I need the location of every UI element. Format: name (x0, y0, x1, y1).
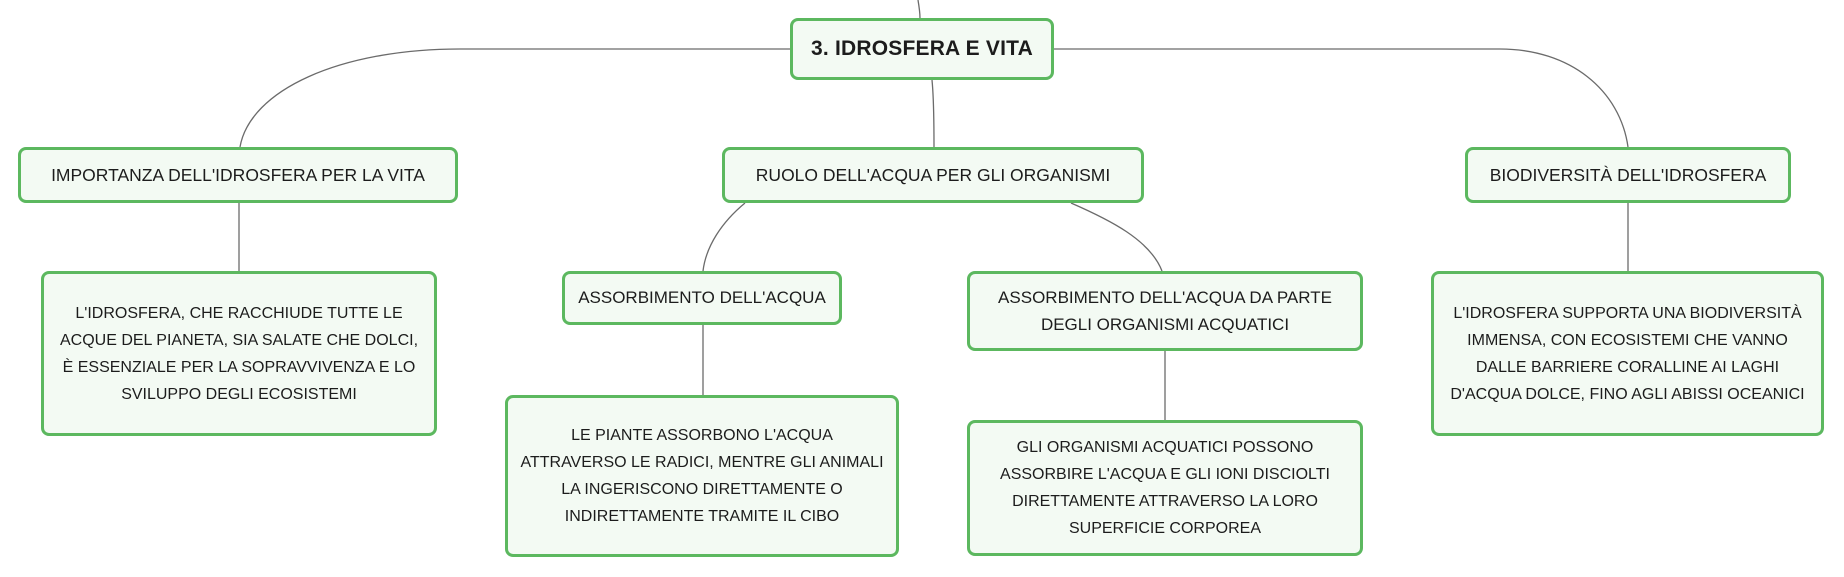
root-node[interactable]: 3. IDROSFERA E VITA (790, 18, 1054, 80)
root-node-label: 3. IDROSFERA E VITA (811, 37, 1033, 60)
connector-ruolo-to-assorbimento-acquatici (1070, 202, 1163, 272)
detail-node-importanza[interactable]: L'IDROSFERA, CHE RACCHIUDE TUTTE LE ACQU… (41, 271, 437, 436)
detail-node-text: L'IDROSFERA SUPPORTA UNA BIODIVERSITÀ IM… (1450, 304, 1805, 403)
branch-node-label: IMPORTANZA DELL'IDROSFERA PER LA VITA (51, 164, 425, 185)
detail-node-biodiversita[interactable]: L'IDROSFERA SUPPORTA UNA BIODIVERSITÀ IM… (1431, 271, 1824, 436)
connector-root-to-importanza (239, 48, 790, 148)
connector-root-to-biodiversita (1054, 48, 1629, 148)
branch-node-ruolo[interactable]: RUOLO DELL'ACQUA PER GLI ORGANISMI (722, 147, 1144, 203)
detail-node-text: LE PIANTE ASSORBONO L'ACQUA ATTRAVERSO L… (520, 427, 884, 525)
branch-node-label: BIODIVERSITÀ DELL'IDROSFERA (1489, 164, 1767, 185)
sub-node-assorbimento-acquatici[interactable]: ASSORBIMENTO DELL'ACQUA DA PARTE DEGLI O… (967, 271, 1363, 351)
detail-node-assorbimento[interactable]: LE PIANTE ASSORBONO L'ACQUA ATTRAVERSO L… (505, 395, 899, 557)
connector-ruolo-to-assorbimento (702, 202, 746, 272)
detail-node-text: GLI ORGANISMI ACQUATICI POSSONO ASSORBIR… (1000, 439, 1330, 537)
sub-node-label: ASSORBIMENTO DELL'ACQUA (578, 288, 826, 307)
connector-parent-to-root (917, 0, 921, 19)
branch-node-label: RUOLO DELL'ACQUA PER GLI ORGANISMI (755, 164, 1111, 185)
detail-node-text: L'IDROSFERA, CHE RACCHIUDE TUTTE LE ACQU… (59, 304, 419, 403)
branch-node-biodiversita[interactable]: BIODIVERSITÀ DELL'IDROSFERA (1465, 147, 1791, 203)
sub-node-label: ASSORBIMENTO DELL'ACQUA DA PARTE DEGLI O… (998, 288, 1332, 334)
connector-root-to-ruolo (931, 79, 935, 148)
detail-node-assorbimento-acquatici[interactable]: GLI ORGANISMI ACQUATICI POSSONO ASSORBIR… (967, 420, 1363, 556)
branch-node-importanza[interactable]: IMPORTANZA DELL'IDROSFERA PER LA VITA (18, 147, 458, 203)
sub-node-assorbimento[interactable]: ASSORBIMENTO DELL'ACQUA (562, 271, 842, 325)
